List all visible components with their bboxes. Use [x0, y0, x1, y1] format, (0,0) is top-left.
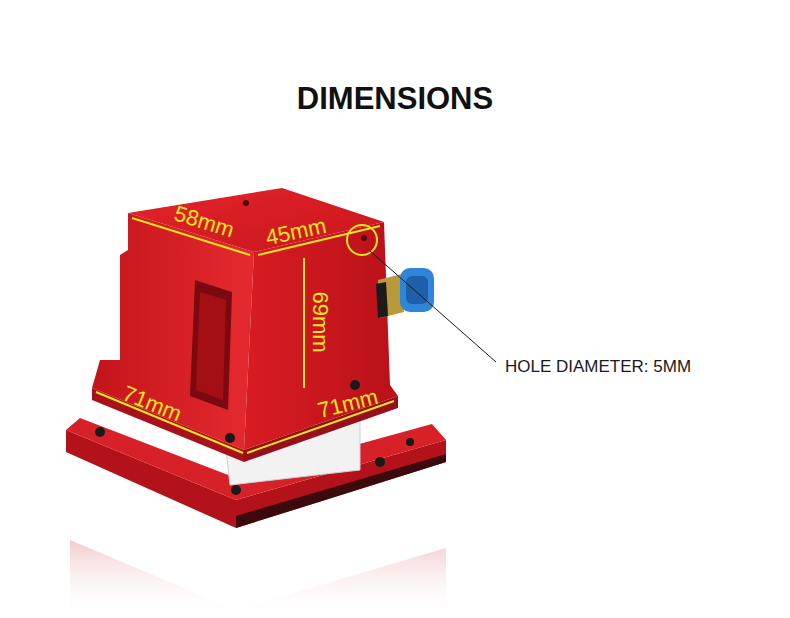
dimension-label: 69mm	[309, 291, 331, 352]
screw	[95, 427, 105, 437]
housing-right-face	[244, 222, 398, 450]
side-slot	[190, 280, 232, 410]
screw	[225, 433, 235, 443]
leader-line	[370, 251, 496, 362]
reflection	[70, 540, 446, 618]
callout-label: HOLE DIAMETER: 5MM	[505, 358, 691, 375]
dimension-lines	[96, 218, 394, 453]
housing-left-face	[92, 213, 254, 450]
screw	[406, 438, 414, 446]
hole-highlight-circle	[347, 225, 377, 255]
side-slot	[196, 292, 226, 400]
air-fitting-cap	[400, 268, 434, 312]
screw	[350, 380, 360, 390]
screw	[231, 485, 241, 495]
mounting-hole	[361, 235, 367, 241]
dimension-line	[303, 258, 305, 388]
housing-top-face	[128, 188, 384, 252]
top-hole	[243, 200, 249, 206]
title: DIMENSIONS	[297, 83, 493, 114]
screw	[375, 457, 385, 467]
air-fitting-nut	[376, 282, 388, 318]
